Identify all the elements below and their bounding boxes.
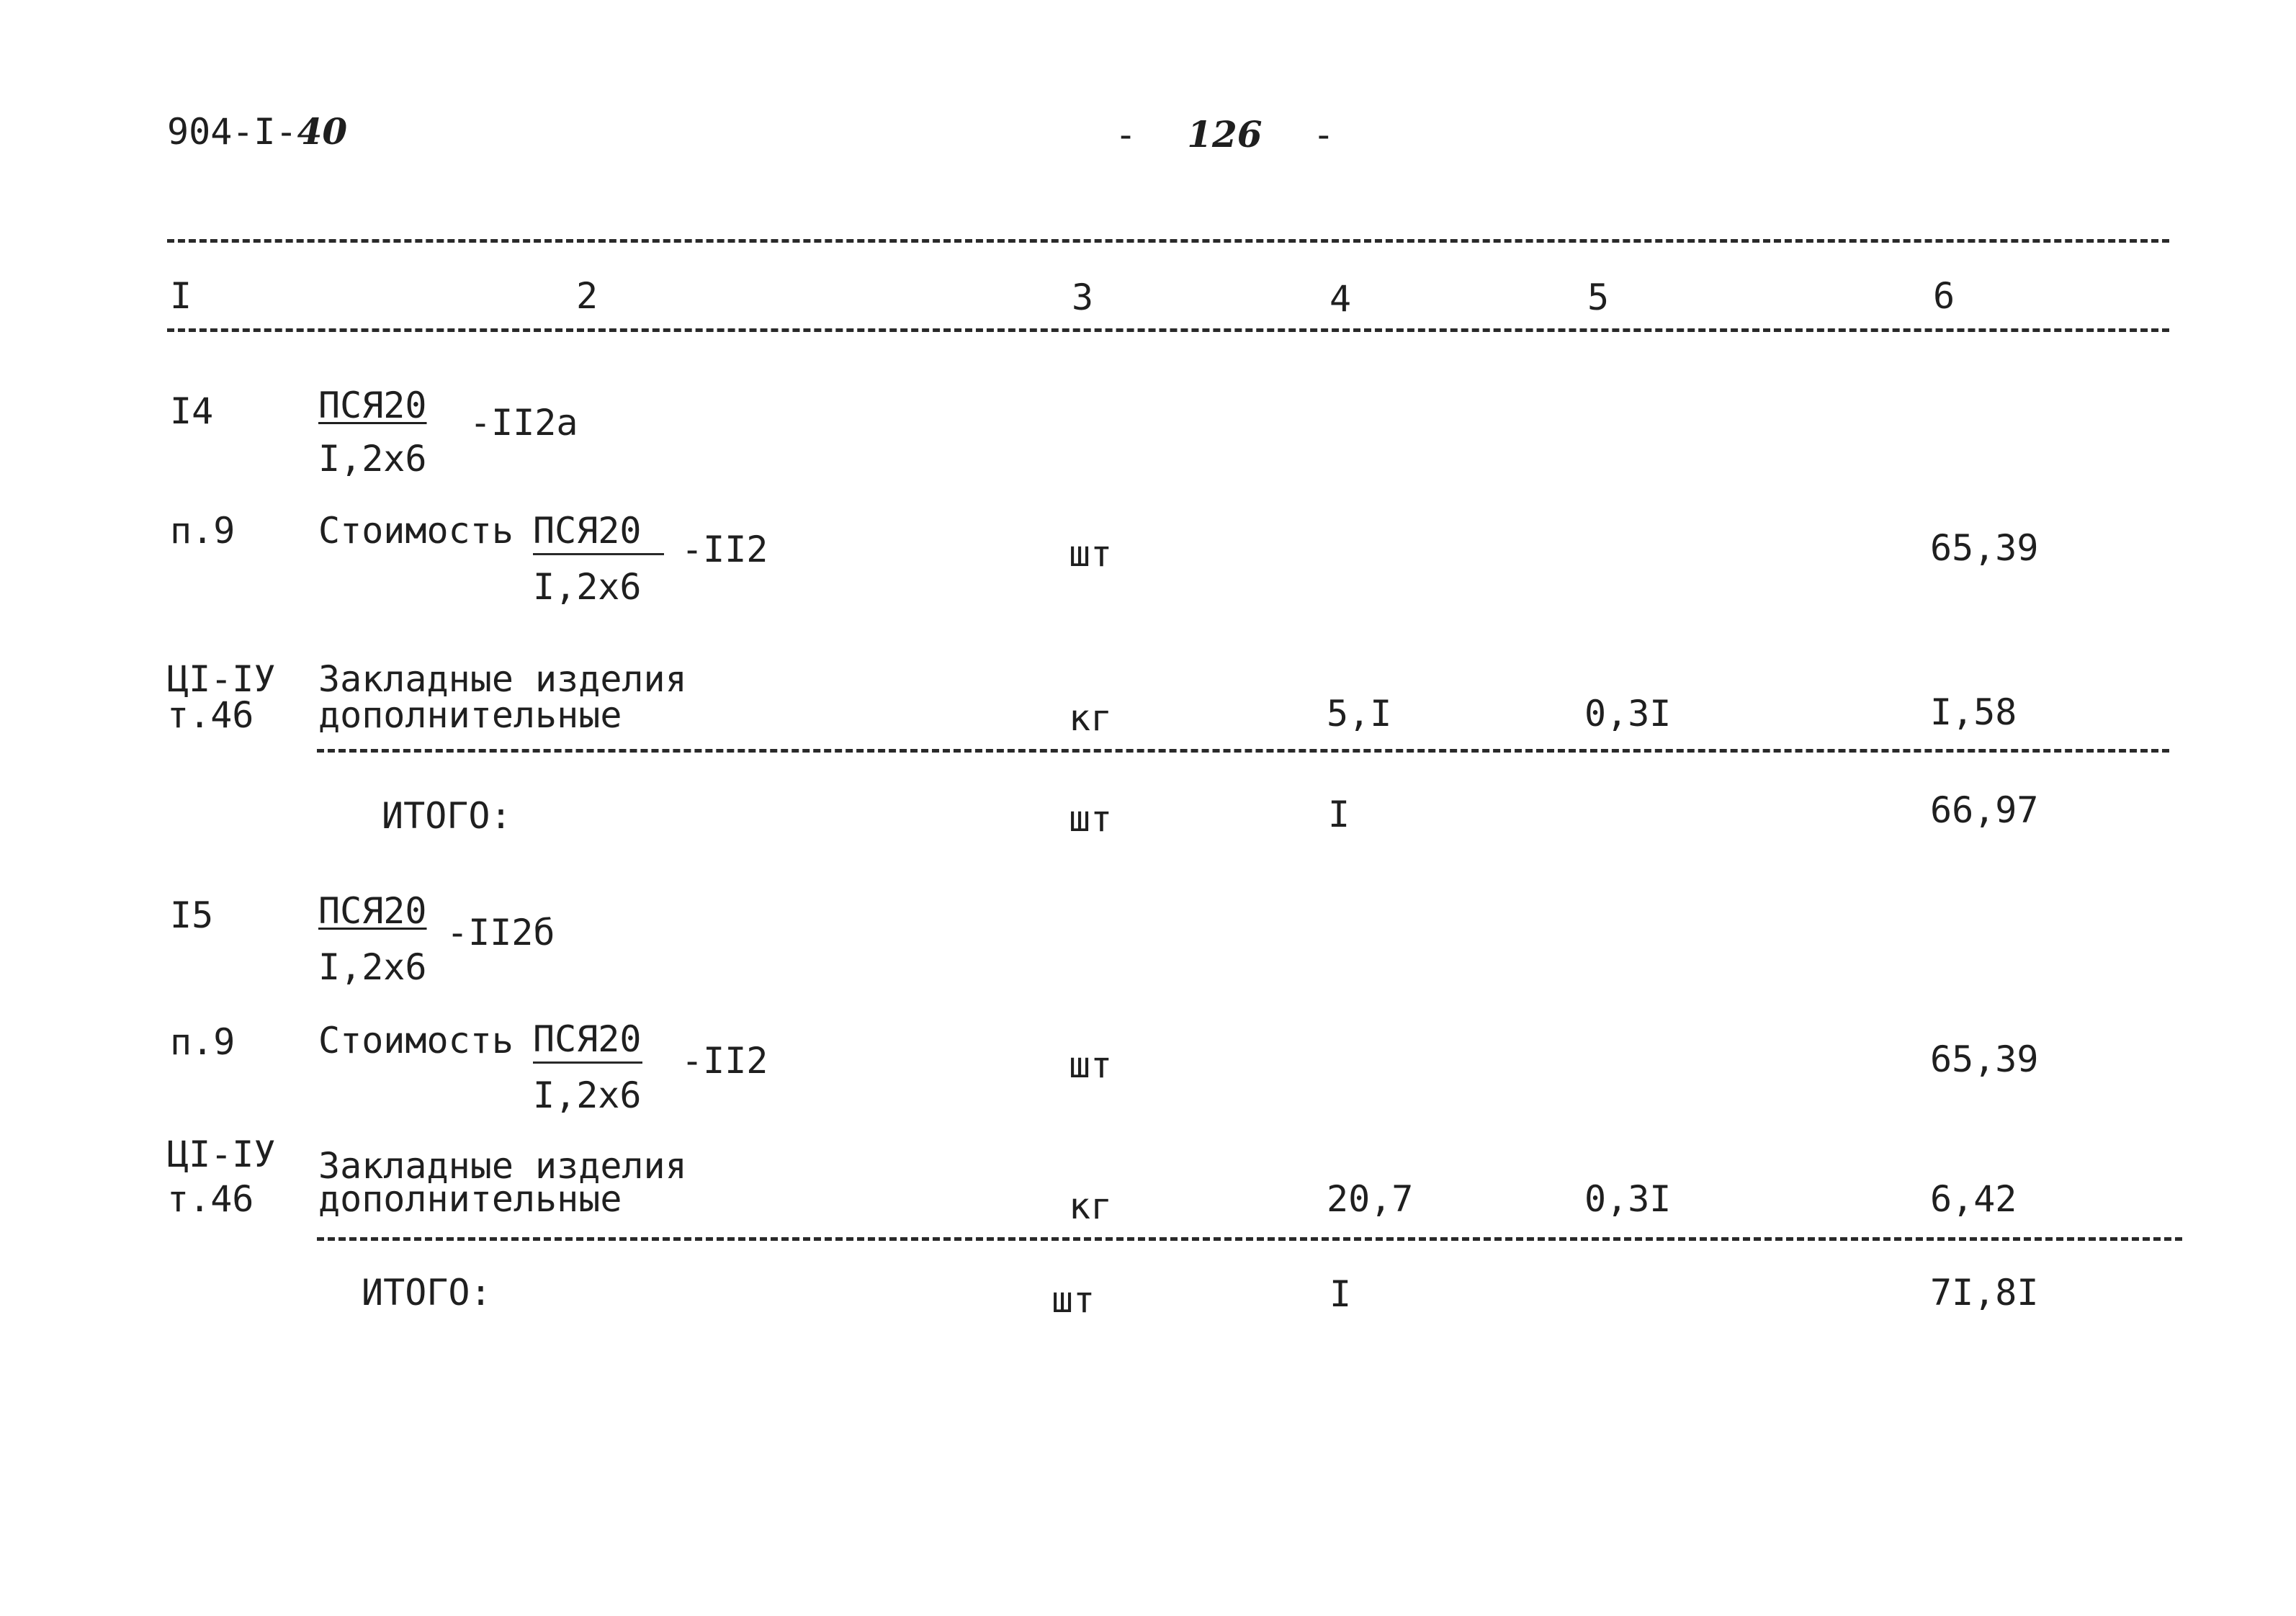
row-fraction-top: ПСЯ20 bbox=[533, 1018, 642, 1060]
item-fraction-top: ПСЯ20 bbox=[318, 890, 427, 932]
subtotal-quantity: I bbox=[1328, 794, 1350, 835]
column-header-6: 6 bbox=[1933, 275, 1955, 317]
row-unit-price: 0,3I bbox=[1584, 693, 1672, 735]
row-fraction-bottom: I,2x6 bbox=[533, 566, 642, 608]
row-label: Стоимость bbox=[318, 510, 514, 552]
item-fraction-bottom: I,2x6 bbox=[318, 946, 427, 988]
item-fraction-bottom: I,2x6 bbox=[318, 438, 427, 480]
row-unit: шт bbox=[1069, 533, 1113, 575]
row-suffix: -II2 bbox=[681, 529, 768, 570]
row-reference-line2: т.46 bbox=[167, 1178, 254, 1220]
item-suffix: -II2б bbox=[447, 912, 555, 953]
row-quantity: 20,7 bbox=[1327, 1178, 1414, 1220]
row-label-line1: Закладные изделия bbox=[318, 658, 687, 700]
subtotal-rule bbox=[317, 1237, 2182, 1241]
row-suffix: -II2 bbox=[681, 1040, 768, 1082]
row-unit-price: 0,3I bbox=[1584, 1178, 1672, 1220]
row-fraction-top: ПСЯ20 bbox=[533, 510, 642, 552]
row-label: Стоимость bbox=[318, 1020, 514, 1061]
column-header-5: 5 bbox=[1587, 277, 1610, 318]
row-total: I,58 bbox=[1930, 691, 2017, 733]
table-header-rule bbox=[167, 328, 2169, 332]
document-code-prefix: 904-I- bbox=[167, 111, 297, 153]
column-header-3: 3 bbox=[1072, 277, 1094, 318]
row-reference-line1: ЦI-IУ bbox=[167, 1134, 276, 1175]
document-code-handwritten: 40 bbox=[297, 110, 348, 153]
row-unit: кг bbox=[1069, 697, 1113, 739]
item-fraction-top: ПСЯ20 bbox=[318, 385, 427, 426]
subtotal-label: ИТОГО: bbox=[382, 795, 512, 837]
row-label-line1: Закладные изделия bbox=[318, 1145, 687, 1187]
subtotal-unit: шт bbox=[1051, 1279, 1095, 1321]
row-unit: кг bbox=[1069, 1185, 1113, 1227]
row-label-line2: дополнительные bbox=[318, 694, 622, 736]
subtotal-unit: шт bbox=[1069, 798, 1113, 840]
subtotal-rule bbox=[317, 749, 2169, 753]
row-quantity: 5,I bbox=[1327, 693, 1392, 735]
row-reference-line2: т.46 bbox=[167, 694, 254, 736]
row-fraction-bar bbox=[533, 553, 664, 555]
row-total: 6,42 bbox=[1930, 1178, 2017, 1220]
column-header-2: 2 bbox=[576, 275, 598, 317]
item-suffix: -II2a bbox=[470, 402, 578, 444]
table-top-rule bbox=[167, 239, 2169, 243]
page-number: 126 bbox=[1187, 113, 1263, 156]
subtotal-quantity: I bbox=[1329, 1273, 1352, 1315]
page-number-block: - 126 - bbox=[1115, 117, 1335, 153]
document-code: 904-I-40 bbox=[167, 111, 347, 153]
page-dash-right: - bbox=[1312, 114, 1335, 156]
row-fraction-bar bbox=[533, 1061, 642, 1064]
row-total: 65,39 bbox=[1930, 527, 2039, 569]
row-reference: п.9 bbox=[170, 1021, 236, 1063]
row-reference-line1: ЦI-IУ bbox=[167, 658, 276, 700]
row-total: 65,39 bbox=[1930, 1038, 2039, 1080]
subtotal-total: 7I,8I bbox=[1930, 1272, 2039, 1314]
row-unit: шт bbox=[1069, 1044, 1113, 1086]
column-header-1: I bbox=[170, 275, 192, 317]
subtotal-total: 66,97 bbox=[1930, 789, 2039, 831]
page-dash-left: - bbox=[1115, 114, 1137, 156]
column-header-4: 4 bbox=[1329, 278, 1352, 320]
item-number: I5 bbox=[170, 894, 214, 936]
item-number: I4 bbox=[170, 390, 214, 432]
subtotal-label: ИТОГО: bbox=[362, 1272, 492, 1314]
row-reference: п.9 bbox=[170, 510, 236, 552]
row-fraction-bottom: I,2x6 bbox=[533, 1074, 642, 1116]
row-label-line2: дополнительные bbox=[318, 1178, 622, 1220]
